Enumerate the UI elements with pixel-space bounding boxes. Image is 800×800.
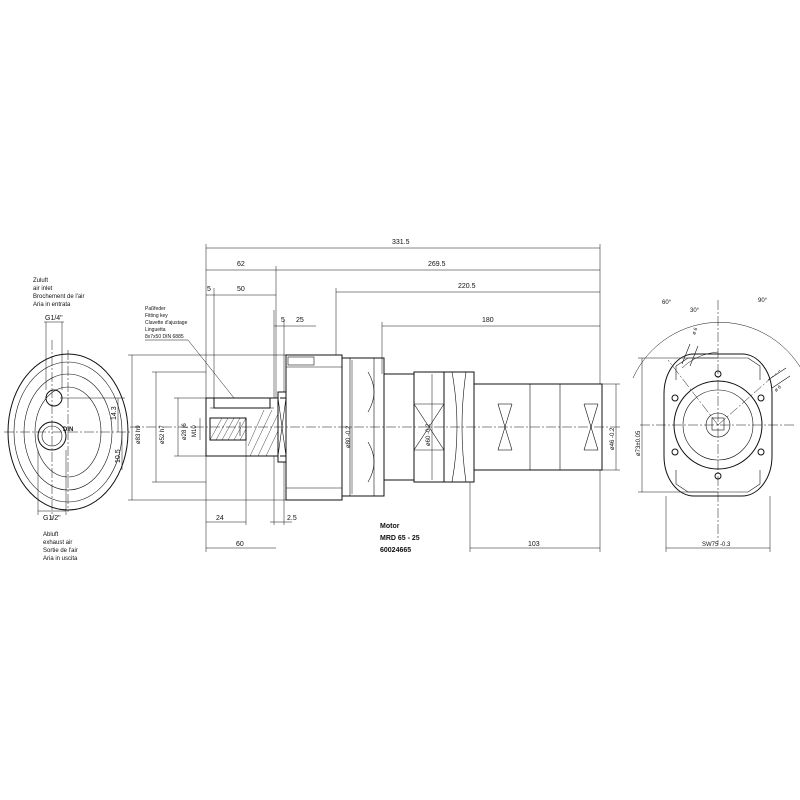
- dim-dia-80: ø80 -0.2: [346, 425, 352, 448]
- dim-5-top: 5: [207, 286, 211, 293]
- dim-220-5: 220.5: [458, 283, 476, 290]
- dim-50: 50: [237, 286, 245, 293]
- dim-24: 24: [216, 515, 224, 522]
- exhaust-line-1: Abluft: [43, 532, 59, 538]
- right-end-view: 60° 30° 90° ø 6 ø 6 ø73±0.05 SW75 -0.3: [632, 298, 800, 552]
- dim-dia-83: ø83 h9: [136, 425, 142, 444]
- title-part-number: 60024665: [380, 547, 411, 554]
- title-model: MRD 65 - 25: [380, 535, 420, 542]
- exhaust-line-4: Aria in uscita: [43, 556, 78, 562]
- dim-60: 60: [236, 541, 244, 548]
- inlet-thread-label: G1/4": [45, 315, 63, 322]
- dim-180: 180: [482, 317, 494, 324]
- dim-dia-60: ø60 -0.2: [426, 423, 432, 446]
- motor-side-view: [128, 244, 620, 552]
- dim-dia-52: ø52 h7: [160, 425, 166, 444]
- dim-dia-46: ø46 -0.2: [610, 427, 616, 450]
- dim-angle-30: 30°: [690, 308, 700, 314]
- left-end-view: G1/4" G1/2" DIN 14.3 10.5: [4, 315, 132, 522]
- dim-62: 62: [237, 261, 245, 268]
- inlet-line-2: air inlet: [33, 286, 53, 292]
- exhaust-line-3: Sortie de l'air: [43, 548, 78, 554]
- dim-2-5: 2.5: [287, 515, 297, 522]
- key-note-line-2: Fitting key: [145, 313, 168, 319]
- dim-angle-90: 90°: [758, 298, 768, 304]
- dim-m10: M10: [192, 425, 198, 437]
- dim-angle-60: 60°: [662, 300, 672, 306]
- dim-14-3: 14.3: [111, 406, 118, 420]
- dim-269-5: 269.5: [428, 261, 446, 268]
- inlet-line-1: Zuluft: [33, 278, 48, 284]
- dim-dia-28: ø28 j6: [182, 423, 188, 440]
- key-note-line-4: Linguetta: [145, 327, 166, 333]
- dim-dia-6-b: ø 6: [773, 384, 783, 393]
- dim-25: 25: [296, 317, 304, 324]
- dim-dia-6-a: ø 6: [691, 327, 699, 336]
- dim-sw75: SW75 -0.3: [702, 542, 731, 548]
- exhaust-label: Abluft exhaust air Sortie de l'air Aria …: [43, 532, 78, 562]
- dim-5-mid: 5: [281, 317, 285, 324]
- dim-10-5: 10.5: [115, 449, 122, 463]
- inlet-line-4: Aria in entrata: [33, 302, 71, 308]
- main-dimensions: 331.5 62 269.5 220.5 180 5 50 5 25 24 2.…: [136, 239, 616, 548]
- key-note-line-3: Clavette d'ajustage: [145, 320, 188, 326]
- title-block: Motor MRD 65 - 25 60024665: [380, 523, 420, 554]
- dim-103: 103: [528, 541, 540, 548]
- inlet-label: Zuluft air inlet Brochement de l'air Ari…: [33, 278, 85, 308]
- title-label: Motor: [380, 523, 400, 530]
- exhaust-thread-label: G1/2": [43, 515, 61, 522]
- dim-overall-length: 331.5: [392, 239, 410, 246]
- key-note-line-5: 8x7x50 DIN 6885: [145, 334, 184, 340]
- dim-dia-73: ø73±0.05: [636, 430, 642, 456]
- thread-hatching: [209, 409, 279, 457]
- key-note-line-1: Paßfeder: [145, 306, 166, 312]
- exhaust-line-2: exhaust air: [43, 540, 72, 546]
- din-marker: DIN: [63, 427, 73, 433]
- inlet-line-3: Brochement de l'air: [33, 294, 85, 300]
- key-note: Paßfeder Fitting key Clavette d'ajustage…: [145, 306, 188, 341]
